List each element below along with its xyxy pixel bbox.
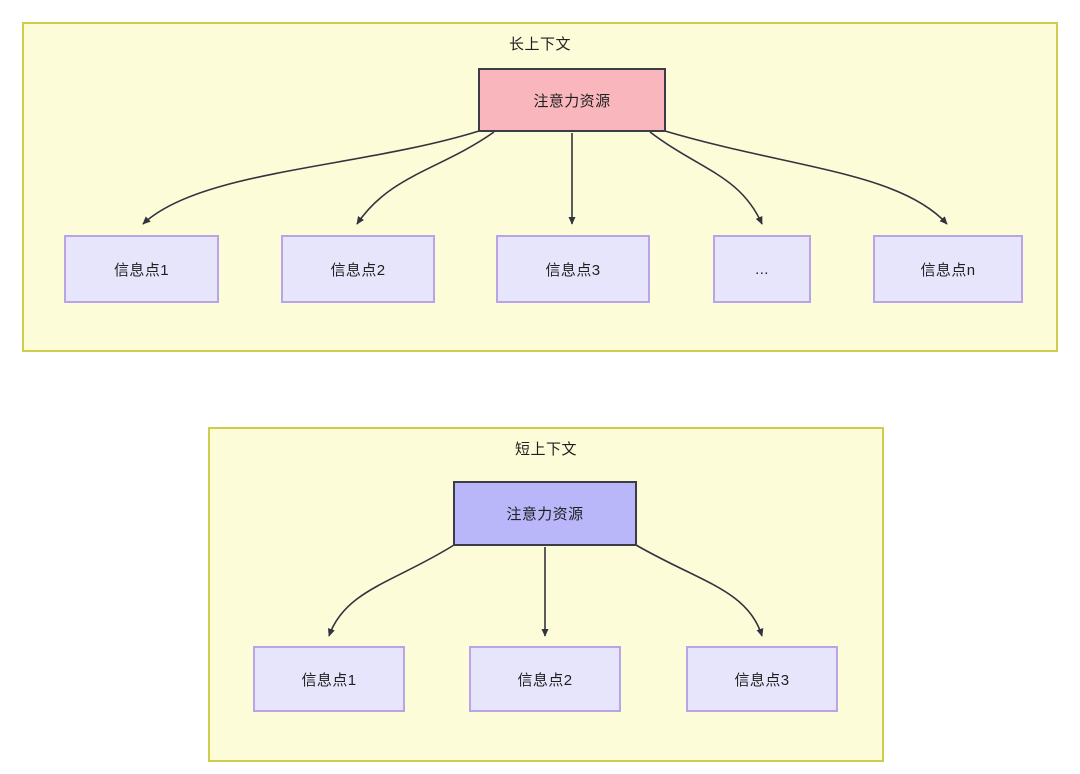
node-info-point-3-short[interactable]: 信息点3 — [686, 646, 838, 712]
node-label: 信息点1 — [114, 261, 169, 279]
edge-root-to-leaf-2 — [356, 131, 495, 225]
edge-root-to-leaf-1 — [327, 544, 455, 637]
node-label: ... — [755, 260, 769, 278]
panel-short-context-title: 短上下文 — [514, 441, 577, 458]
node-label: 信息点1 — [301, 671, 357, 689]
node-info-point-3-long[interactable]: 信息点3 — [496, 235, 650, 303]
edge-group-long-context — [142, 130, 948, 225]
node-label: 信息点3 — [545, 261, 601, 279]
panel-long-context-title: 长上下文 — [508, 36, 571, 53]
node-info-point-2-long[interactable]: 信息点2 — [281, 235, 435, 303]
node-label: 信息点2 — [517, 671, 573, 689]
node-attention-resource-long[interactable]: 注意力资源 — [478, 68, 666, 132]
node-info-point-n-long[interactable]: 信息点n — [873, 235, 1023, 303]
edge-root-to-leaf-1 — [142, 130, 480, 225]
node-label: 注意力资源 — [506, 506, 584, 523]
node-label: 注意力资源 — [533, 92, 611, 110]
node-label: 信息点3 — [734, 671, 790, 689]
node-info-point-2-short[interactable]: 信息点2 — [469, 646, 621, 712]
node-info-point-1-short[interactable]: 信息点1 — [253, 646, 405, 712]
edge-root-to-leaf-5 — [664, 130, 948, 225]
node-info-point-ellipsis-long[interactable]: ... — [713, 235, 811, 303]
edge-group-short-context — [327, 544, 764, 637]
node-label: 信息点n — [920, 261, 976, 279]
edge-root-to-leaf-3 — [635, 544, 764, 637]
edge-root-to-leaf-4 — [649, 131, 763, 225]
node-label: 信息点2 — [330, 261, 386, 279]
node-info-point-1-long[interactable]: 信息点1 — [64, 235, 219, 303]
node-attention-resource-short[interactable]: 注意力资源 — [453, 481, 637, 546]
